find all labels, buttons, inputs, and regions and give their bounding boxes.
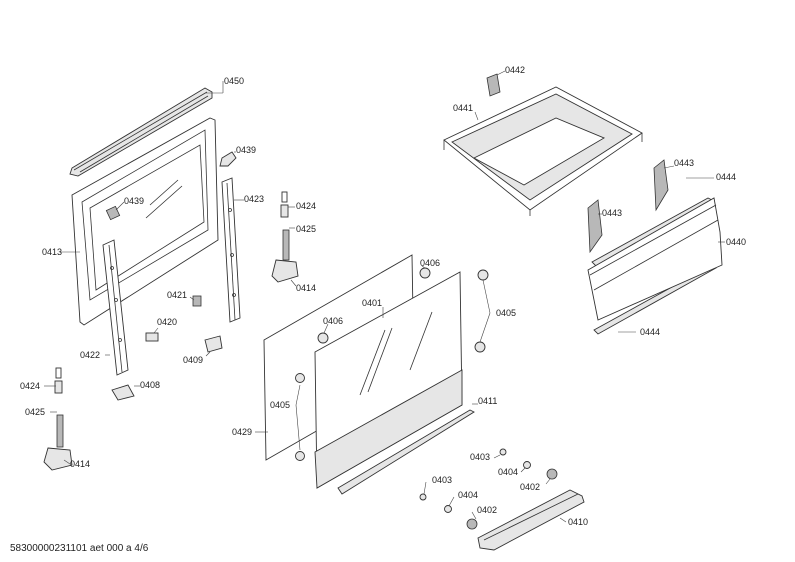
part-0404-washer-lower: [444, 505, 452, 513]
part-0422-left-bracket: [102, 239, 129, 376]
part-0440-drawer-front: [587, 197, 723, 321]
callout-0425-upper: 0425: [296, 224, 316, 234]
part-0442-bracket: [486, 73, 501, 97]
part-0439-clip-top: [219, 151, 237, 167]
callout-0409: 0409: [183, 355, 203, 365]
callout-0443-upper: 0443: [674, 158, 694, 168]
part-0420-clip: [145, 332, 159, 342]
callout-0439-inner: 0439: [124, 196, 144, 206]
callout-0411: 0411: [478, 396, 497, 406]
callout-0406-top: 0406: [420, 258, 440, 268]
callout-0450: 0450: [224, 76, 244, 86]
callout-0401: 0401: [362, 298, 382, 308]
part-0405-spacer-right: [474, 269, 489, 353]
callout-0404-lower: 0404: [458, 490, 478, 500]
callout-0440: 0440: [726, 237, 746, 247]
callout-0442: 0442: [505, 65, 525, 75]
callout-0424-lower: 0424: [20, 381, 40, 391]
part-0443-bracket-upper: [653, 159, 669, 212]
part-0414-hinge-upper: [271, 229, 299, 283]
part-0408-clip: [111, 384, 135, 401]
part-0409-clip: [204, 335, 223, 353]
part-0441-tray: [443, 86, 643, 216]
part-0406-spacer-top: [419, 267, 431, 279]
part-0404-washer-upper: [523, 461, 531, 469]
part-0425-spring-lower: [54, 380, 63, 394]
callout-0413: 0413: [42, 247, 62, 257]
callout-0423: 0423: [244, 194, 264, 204]
part-0450-top-trim: [69, 87, 213, 177]
callout-0414-upper: 0414: [296, 283, 316, 293]
part-0425-spring-upper: [280, 204, 289, 218]
part-0410-handle: [477, 489, 585, 551]
callout-0406-inner: 0406: [323, 316, 343, 326]
part-0402-cap-upper: [546, 468, 558, 480]
callout-0402-lower: 0402: [477, 505, 497, 515]
part-0421-clip: [192, 295, 202, 307]
part-0401-outer-glass: [314, 271, 463, 489]
part-0405-spacer-inner: [295, 373, 305, 461]
part-0403-screw-lower: [419, 493, 427, 501]
callout-0410: 0410: [568, 517, 588, 527]
callout-0422: 0422: [80, 350, 100, 360]
part-0402-cap-lower: [466, 518, 478, 530]
callout-0405-inner: 0405: [270, 400, 290, 410]
part-0414-hinge-lower: [43, 414, 73, 471]
part-0403-screw-upper: [499, 448, 507, 456]
callout-0405-right: 0405: [496, 308, 516, 318]
callout-0444-top: 0444: [716, 172, 736, 182]
part-0406-spacer-inner: [317, 332, 329, 344]
callout-0441: 0441: [453, 103, 473, 113]
document-id: 58300000231101 aet 000 a 4/6: [10, 543, 149, 554]
callout-0408: 0408: [140, 380, 160, 390]
callout-0421: 0421: [167, 290, 187, 300]
callout-0403-upper: 0403: [470, 452, 490, 462]
part-0411-seal: [337, 409, 475, 495]
callout-0403-lower: 0403: [432, 475, 452, 485]
callout-0424-upper: 0424: [296, 201, 316, 211]
callout-0414-lower: 0414: [70, 459, 90, 469]
callout-0425-lower: 0425: [25, 407, 45, 417]
part-0413-inner-panel: [71, 117, 219, 326]
part-0424-pin-upper: [281, 191, 288, 203]
part-0424-pin-lower: [55, 367, 62, 379]
part-0443-bracket-lower: [587, 199, 603, 254]
callout-0420: 0420: [157, 317, 177, 327]
callout-0443-lower: 0443: [602, 208, 622, 218]
callout-0429: 0429: [232, 427, 252, 437]
callout-0444-bottom: 0444: [640, 327, 660, 337]
callout-0404-upper: 0404: [498, 467, 518, 477]
callout-0439-top: 0439: [236, 145, 256, 155]
part-0423-right-bracket: [221, 177, 241, 323]
callout-0402-upper: 0402: [520, 482, 540, 492]
